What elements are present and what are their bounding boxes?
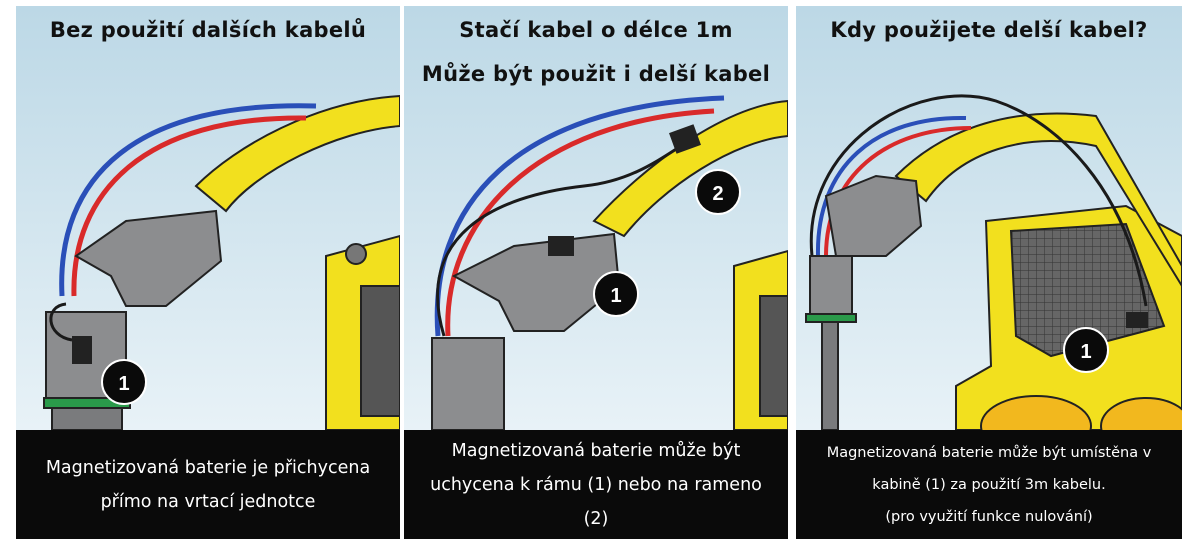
- svg-text:1: 1: [610, 285, 621, 307]
- callout-1: 1: [101, 359, 147, 405]
- caption-line: (pro využití funkce nulování): [885, 508, 1093, 525]
- skid-steer-body: [733, 249, 788, 430]
- hydraulic-hose-blue: [815, 115, 967, 257]
- drill-motor-unit: [431, 337, 505, 430]
- hydraulic-hose-red: [445, 108, 715, 337]
- svg-text:1: 1: [1080, 341, 1091, 363]
- magnetic-battery-frame: [548, 236, 574, 256]
- panel-2-illustration: 1 2: [404, 6, 788, 430]
- panel-1-illustration: 1: [16, 6, 400, 430]
- magnetic-battery-arm: [669, 124, 701, 154]
- magnetic-battery: [1126, 312, 1148, 328]
- caption-line: Magnetizovaná baterie je přichycena: [45, 457, 371, 478]
- skid-steer-body: [955, 204, 1182, 430]
- caption-line: (2): [583, 508, 609, 529]
- panel-1-caption: Magnetizovaná baterie je přichycena přím…: [16, 430, 400, 539]
- panel-3-illustration: 1: [796, 6, 1182, 430]
- drill-motor-unit: [809, 255, 853, 317]
- panel-2-title-line-2: Může být použit i delší kabel: [421, 62, 771, 86]
- callout-1: 1: [1063, 327, 1109, 373]
- panel-1m-cable: 1 2 Stačí kabel o délce 1m Může být použ…: [404, 6, 788, 539]
- auger: [821, 321, 839, 430]
- caption-line: Magnetizovaná baterie může být umístěna …: [826, 444, 1152, 461]
- boom-arm: [194, 94, 400, 213]
- panel-1-title: Bez použití dalších kabelů: [49, 18, 367, 42]
- cabin-grille: [1009, 222, 1166, 358]
- svg-text:2: 2: [712, 183, 723, 205]
- hydraulic-hose-blue: [59, 103, 317, 297]
- skid-steer-body: [325, 234, 400, 430]
- panel-no-extra-cable: 1 Bez použití dalších kabelů Magnetizova…: [16, 6, 400, 539]
- hydraulic-hose-red: [824, 126, 972, 257]
- panel-3-title: Kdy použijete delší kabel?: [830, 18, 1148, 42]
- caption-line: kabině (1) za použití 3m kabelu.: [872, 476, 1106, 493]
- caption-line: Magnetizovaná baterie může být: [451, 440, 741, 461]
- mount-bracket: [451, 232, 621, 332]
- caption-line: přímo na vrtací jednotce: [100, 491, 316, 512]
- panel-2-caption: Magnetizovaná baterie může být uchycena …: [404, 430, 788, 539]
- panel-3-caption: Magnetizovaná baterie může být umístěna …: [796, 430, 1182, 539]
- callout-1: 1: [593, 271, 639, 317]
- panel-2-title-line-1: Stačí kabel o délce 1m: [459, 18, 733, 42]
- callout-2: 2: [695, 169, 741, 215]
- boom-arm: [894, 112, 1182, 288]
- battery-cable: [809, 94, 1148, 307]
- magnetic-battery: [72, 336, 92, 364]
- battery-cable: [436, 139, 690, 337]
- svg-text:1: 1: [118, 373, 129, 395]
- boom-arm: [592, 99, 788, 238]
- caption-line: uchycena k rámu (1) nebo na rameno: [430, 474, 762, 495]
- mount-bracket: [74, 209, 223, 307]
- panel-long-cable: 1 Kdy použijete delší kabel? Magnetizova…: [796, 6, 1182, 539]
